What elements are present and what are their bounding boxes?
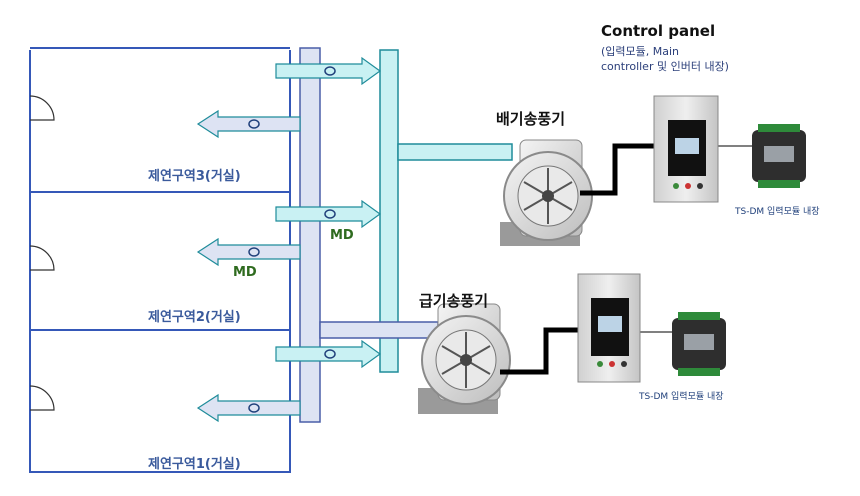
vertical-riser-duct — [299, 47, 321, 423]
control-panel-subtitle-line2: controller 및 인버터 내장) — [601, 60, 729, 73]
motor-damper-label-lower: MD — [233, 265, 257, 280]
exhaust-fan-label: 배기송풍기 — [496, 110, 566, 128]
exhaust-trunk-duct — [379, 49, 399, 373]
exhaust-arrow-zone1 — [275, 339, 382, 369]
control-panel-upper — [653, 95, 719, 203]
zone-3-label: 제연구역3(거실) — [148, 169, 241, 184]
input-module-caption-lower: TS-DM 입력모듈 내장 — [639, 392, 724, 402]
control-panel-lower — [577, 273, 641, 383]
input-module-lower — [672, 312, 726, 376]
control-panel-subtitle-line1: (입력모듈, Main — [601, 45, 680, 58]
supply-fan-label: 급기송풍기 — [419, 292, 489, 310]
motor-damper-label-upper: MD — [330, 228, 354, 243]
supply-fan-cable — [500, 327, 578, 375]
input-module-upper — [752, 124, 806, 188]
supply-connector-duct — [319, 321, 439, 339]
supply-fan-illustration — [418, 303, 511, 414]
exhaust-fan-illustration — [500, 139, 593, 246]
exhaust-arrow-zone2 — [275, 199, 382, 229]
supply-arrow-zone3 — [196, 109, 301, 139]
exhaust-arrow-zone3 — [275, 56, 382, 86]
supply-arrow-zone2 — [196, 237, 301, 267]
zone-2-label: 제연구역2(거실) — [148, 310, 241, 325]
control-panel-title: Control panel — [601, 22, 716, 40]
zone-1-label: 제연구역1(거실) — [148, 457, 241, 472]
supply-arrow-zone1 — [196, 393, 301, 423]
exhaust-fan-cable — [580, 143, 655, 196]
input-module-caption-upper: TS-DM 입력모듈 내장 — [735, 207, 820, 217]
exhaust-fan-duct — [397, 143, 513, 161]
